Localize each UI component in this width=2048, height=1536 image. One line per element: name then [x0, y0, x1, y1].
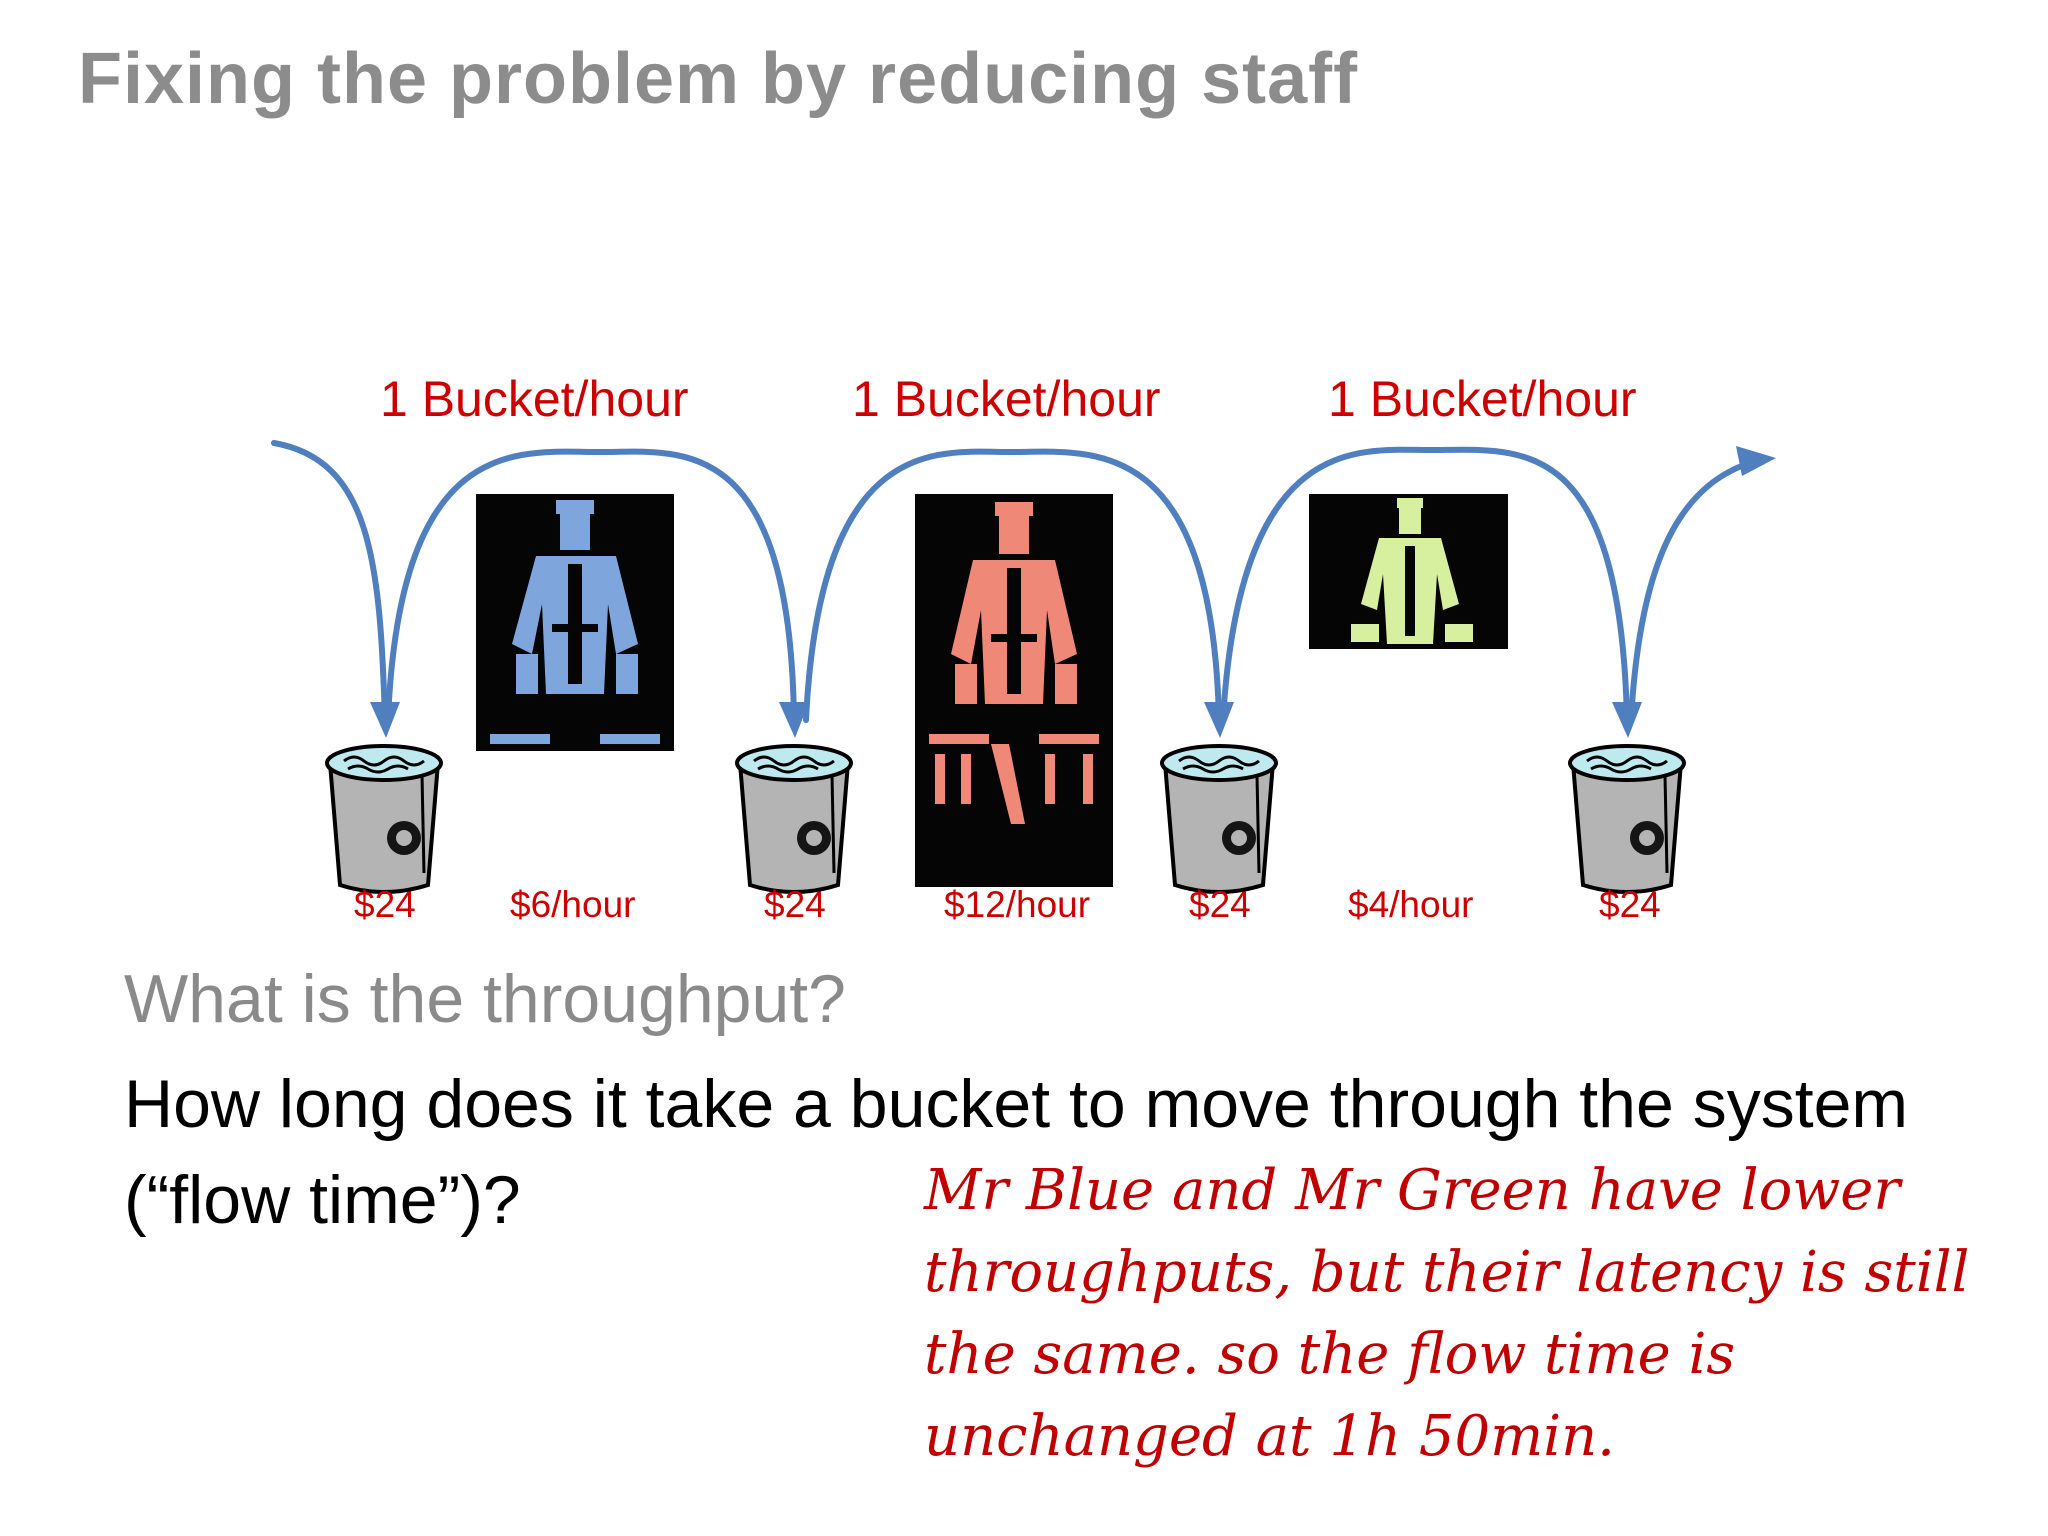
arrow-arc-1 [385, 448, 797, 723]
arrowhead-3-icon [1204, 702, 1234, 738]
worker-rate-blue: $6/hour [510, 884, 636, 925]
worker-rate-red: $12/hour [944, 884, 1091, 925]
arrowhead-1-icon [370, 702, 400, 738]
rate-label-1: 1 Bucket/hour [380, 371, 689, 427]
rate-label-2: 1 Bucket/hour [852, 371, 1161, 427]
bucket-3-icon [1160, 744, 1278, 894]
bucket-4-icon [1568, 744, 1686, 894]
bucket-2-icon [735, 744, 853, 894]
arrowhead-2-icon [779, 702, 809, 738]
arrowhead-out-icon [1736, 446, 1776, 476]
bucket-price-3: $24 [1189, 884, 1251, 925]
handwritten-note: Mr Blue and Mr Green have lower throughp… [924, 1158, 1970, 1469]
arrow-arc-2 [803, 448, 1222, 723]
question-throughput: What is the throughput? [124, 961, 847, 1037]
slide-title: Fixing the problem by reducing staff [78, 39, 1359, 119]
bucket-price-1: $24 [354, 884, 416, 925]
arrow-out [1628, 457, 1763, 723]
worker-red-image [915, 494, 1113, 887]
bucket-price-2: $24 [764, 884, 826, 925]
arrow-in [271, 440, 388, 723]
rate-label-3: 1 Bucket/hour [1328, 371, 1637, 427]
bucket-price-4: $24 [1599, 884, 1661, 925]
worker-green-image [1309, 494, 1508, 649]
question-flow-time: How long does it take a bucket to move t… [124, 1066, 1909, 1238]
arrowhead-4-icon [1612, 702, 1642, 738]
arrow-arc-3 [1220, 446, 1630, 723]
bucket-1-icon [325, 744, 443, 894]
worker-blue-image [476, 494, 674, 751]
worker-rate-green: $4/hour [1348, 884, 1474, 925]
